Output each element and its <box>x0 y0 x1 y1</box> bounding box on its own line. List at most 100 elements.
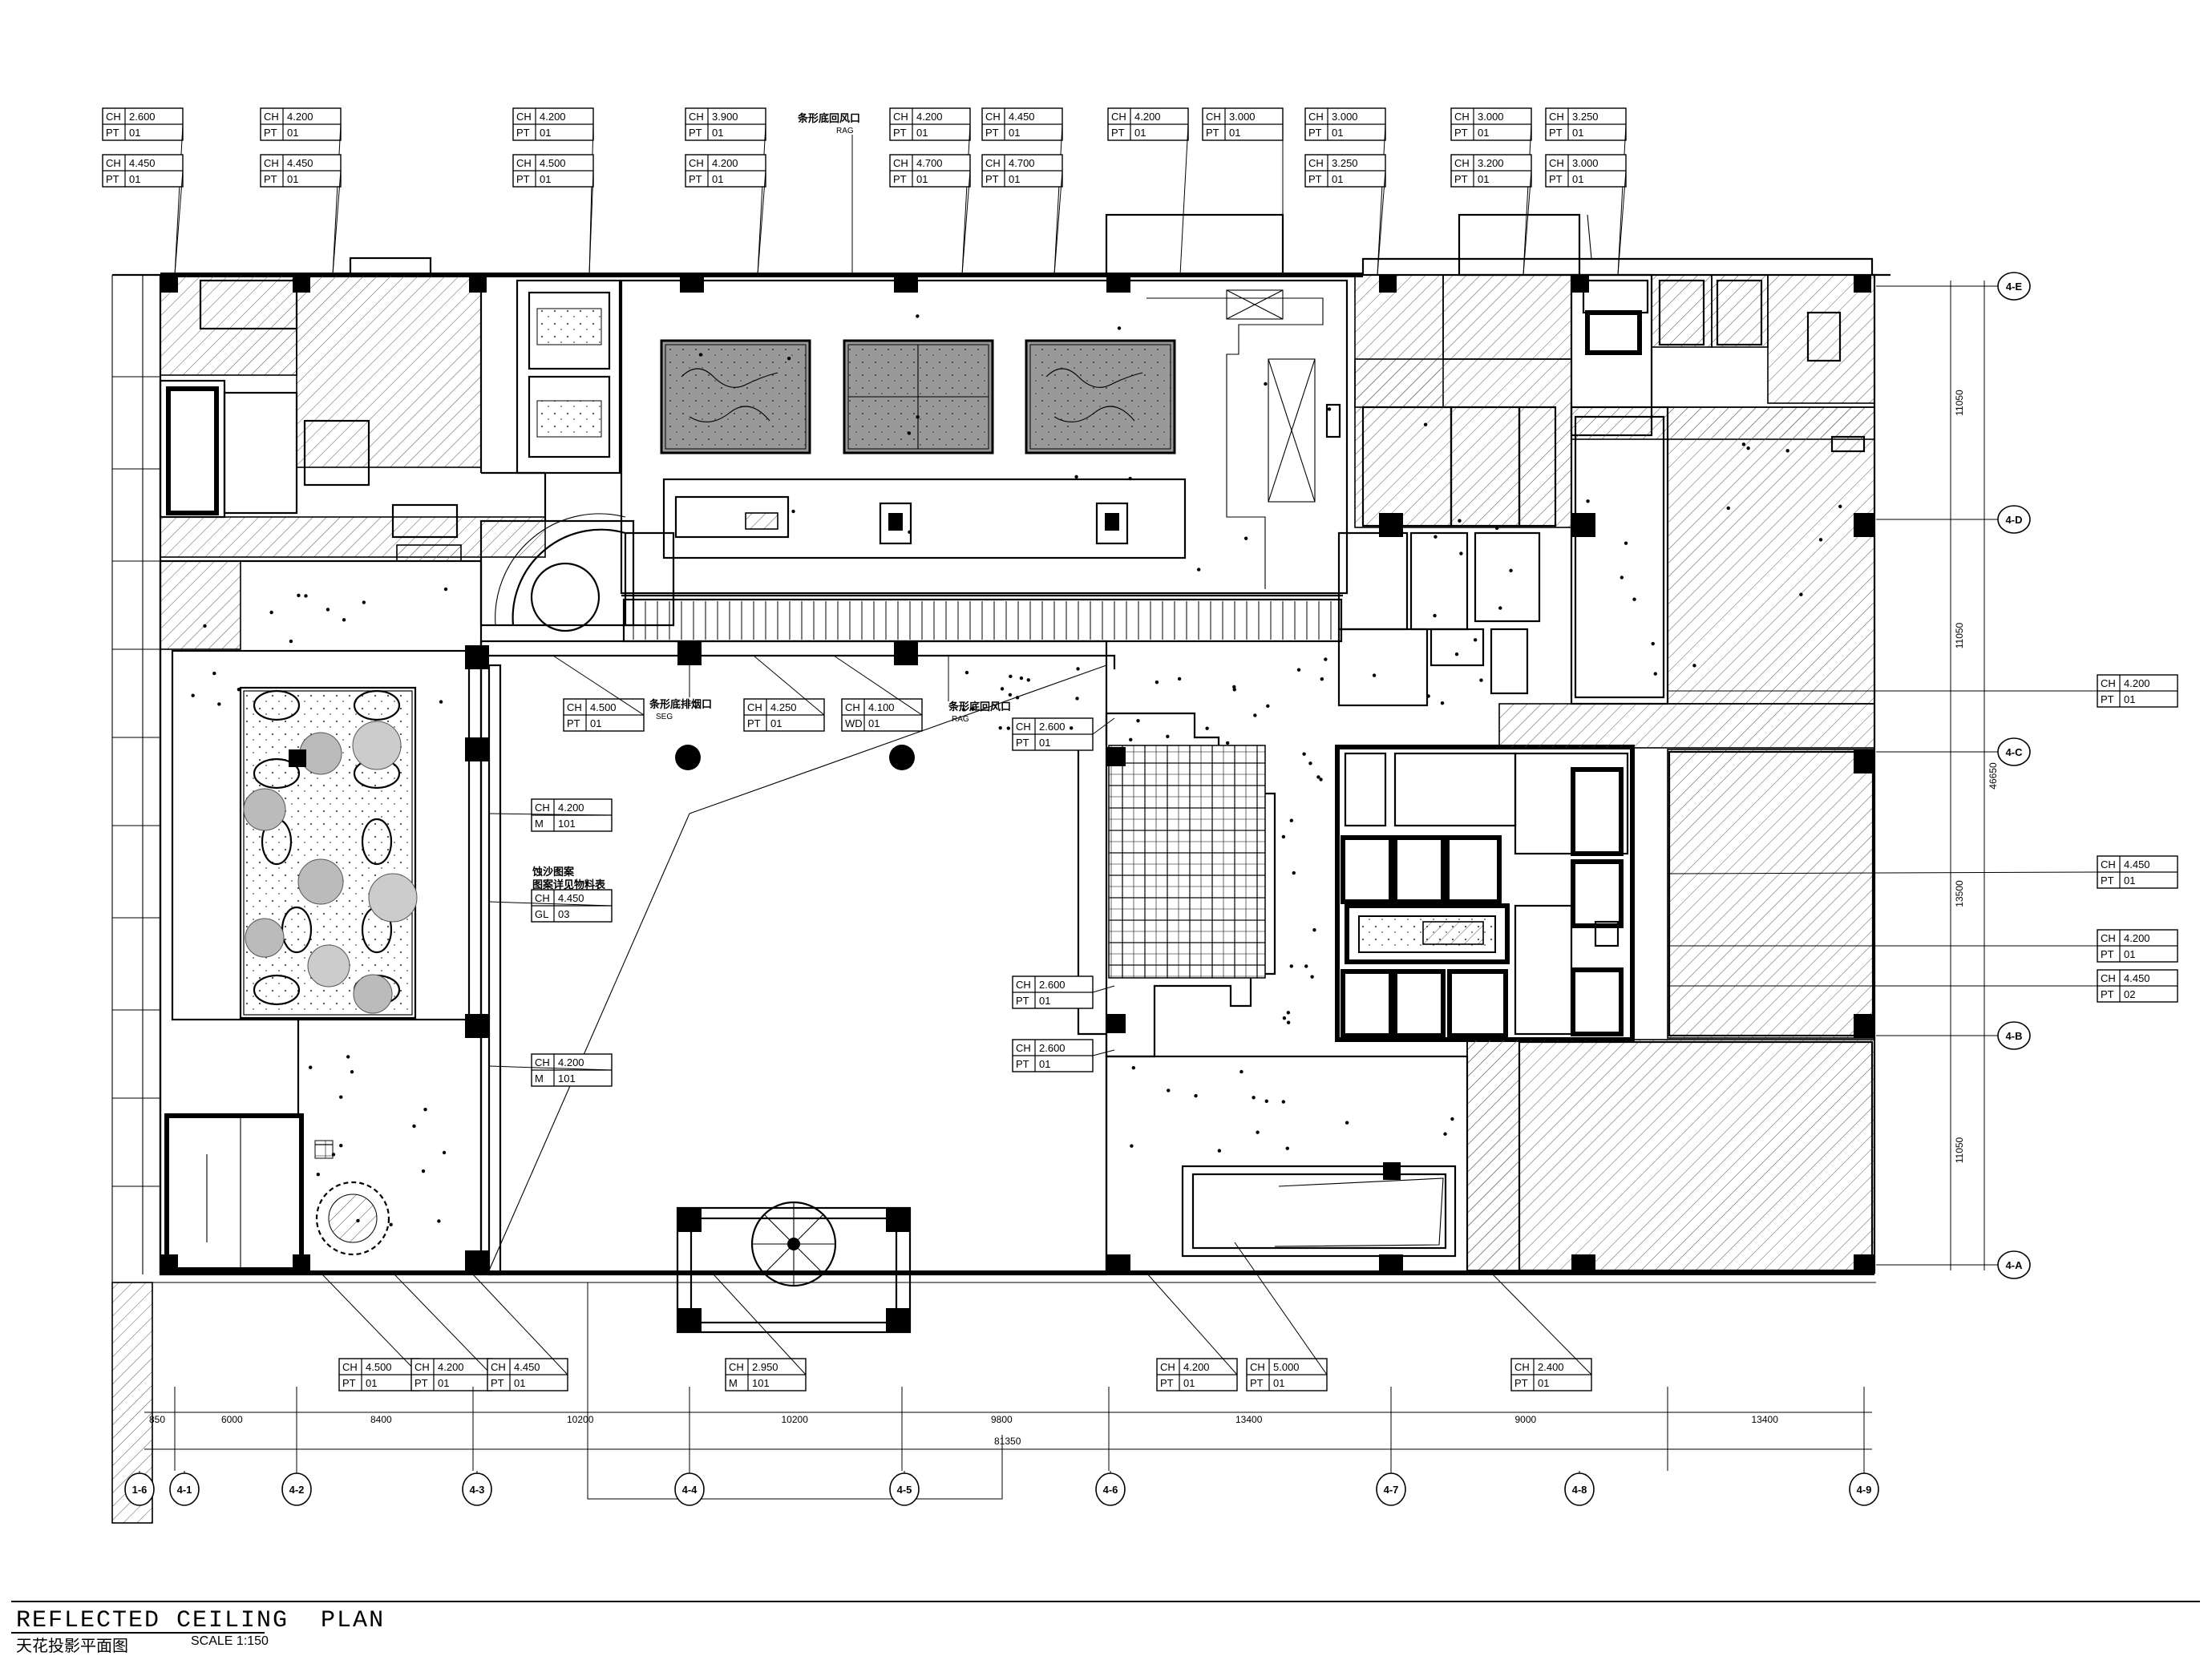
ch-tag-text: CH <box>342 1361 358 1373</box>
dimension-value: 850 <box>149 1414 165 1425</box>
note-etch-detail: 图案详见物料表 <box>532 878 606 891</box>
ch-tag-text: CH <box>893 111 908 123</box>
ch-tag-text: 02 <box>2124 988 2135 1000</box>
ch-tag-text: 01 <box>868 717 880 729</box>
ch-tag-text: PT <box>264 127 277 139</box>
ch-tag-text: PT <box>689 173 702 185</box>
ch-tag-text: CH <box>414 1361 430 1373</box>
grid-label: 4-1 <box>177 1484 192 1496</box>
ch-tag-text: 01 <box>2124 948 2135 960</box>
note-rag-top: 条形底回风口 <box>798 112 860 125</box>
grid-label: 4-2 <box>289 1484 305 1496</box>
ch-tag-text: CH <box>689 111 704 123</box>
ch-tag-text: 01 <box>1009 173 1020 185</box>
ch-tag-text: CH <box>106 157 121 169</box>
ch-tag-text: 4.450 <box>2124 972 2150 984</box>
lower-center-right <box>1105 1055 1469 1274</box>
title-underline <box>11 1632 265 1634</box>
grid-bubble-row: 4-C <box>1997 737 2031 766</box>
grid-bubble-row: 4-B <box>1997 1021 2031 1050</box>
ch-tag-text: PT <box>106 173 119 185</box>
ch-tag-text: 01 <box>129 173 140 185</box>
ch-tag-text: PT <box>1016 995 1029 1007</box>
ch-tag-text: CH <box>1549 157 1564 169</box>
ch-tag-text: 4.200 <box>916 111 943 123</box>
grid-bubble-column: 4-6 <box>1095 1471 1126 1506</box>
ch-tag-text: CH <box>1160 1361 1175 1373</box>
ch-tag-text: PT <box>1308 173 1322 185</box>
ch-tag-text: 01 <box>287 127 298 139</box>
ch-tag-text: CH <box>1549 111 1564 123</box>
ch-tag-text: PT <box>2101 874 2114 887</box>
ch-tag-text: 3.000 <box>1572 157 1599 169</box>
ch-tag-text: CH <box>747 701 762 713</box>
ch-tag-text: 4.200 <box>540 111 566 123</box>
title-block: REFLECTED CEILING PLAN 天花投影平面图 SCALE 1:1… <box>0 1599 2212 1655</box>
ch-tag-text: 4.200 <box>2124 932 2150 944</box>
ch-tag-text: PT <box>1454 127 1468 139</box>
central-lobby <box>465 640 1116 1334</box>
grid-feature-ceiling <box>1077 712 1276 1058</box>
ch-tag-text: CH <box>2101 677 2116 689</box>
ch-tag-text: 3.000 <box>1332 111 1358 123</box>
ch-tag-text: CH <box>567 701 582 713</box>
note-rag-top-code: RAG <box>836 127 854 135</box>
grid-label: 4-A <box>2006 1259 2024 1271</box>
annotation-notes: 条形底回风口 RAG 条形底排烟口 SEG 条形底回风口 RAG 蚀沙图案 图案… <box>532 112 1011 891</box>
ch-tag-text: 01 <box>1039 737 1050 749</box>
ch-tag-text: CH <box>1250 1361 1265 1373</box>
ch-tag-text: 4.200 <box>558 802 584 814</box>
ch-tag-text: CH <box>264 157 279 169</box>
grid-bubble-row: 4-A <box>1997 1250 2031 1279</box>
ch-tag-text: CH <box>893 157 908 169</box>
ch-tag-text: CH <box>1454 157 1470 169</box>
ch-tag-text: PT <box>1514 1377 1528 1389</box>
dimension-value: 11050 <box>1954 390 1965 416</box>
curved-bar <box>479 513 1343 643</box>
ch-tag-text: CH <box>1454 111 1470 123</box>
dimension-total: 81350 <box>994 1436 1021 1447</box>
ch-tag-text: 4.500 <box>366 1361 392 1373</box>
dimension-total: 46650 <box>1988 762 1999 790</box>
grid-bubble-row: 4-D <box>1997 505 2031 534</box>
grid-label: 4-6 <box>1103 1484 1118 1496</box>
ch-tag-text: 2.600 <box>129 111 156 123</box>
ch-tag-text: CH <box>689 157 704 169</box>
ch-tag-text: 4.250 <box>770 701 797 713</box>
ch-tag-text: 01 <box>1478 127 1489 139</box>
ch-tag-text: CH <box>106 111 121 123</box>
ch-tag-text: M <box>729 1377 738 1389</box>
ch-tag-text: 4.100 <box>868 701 895 713</box>
ch-tag-text: PT <box>893 173 907 185</box>
ch-tag-text: 01 <box>590 717 601 729</box>
ch-tag-text: CH <box>516 111 532 123</box>
dimension-value: 11050 <box>1954 622 1965 648</box>
ch-tag-text: CH <box>2101 858 2116 870</box>
ch-tag-text: CH <box>985 111 1001 123</box>
ch-tag-text: 4.200 <box>1183 1361 1210 1373</box>
ch-tag-text: CH <box>2101 932 2116 944</box>
ch-tag-text: 4.200 <box>712 157 738 169</box>
drawing-scale: SCALE 1:150 <box>191 1634 269 1648</box>
grid-bubble-column: 4-5 <box>889 1471 920 1506</box>
ch-tag-text: 4.450 <box>514 1361 540 1373</box>
ch-tag-text: CH <box>845 701 860 713</box>
ch-tag-text: GL <box>535 908 548 920</box>
dimension-value: 11050 <box>1954 1137 1965 1163</box>
